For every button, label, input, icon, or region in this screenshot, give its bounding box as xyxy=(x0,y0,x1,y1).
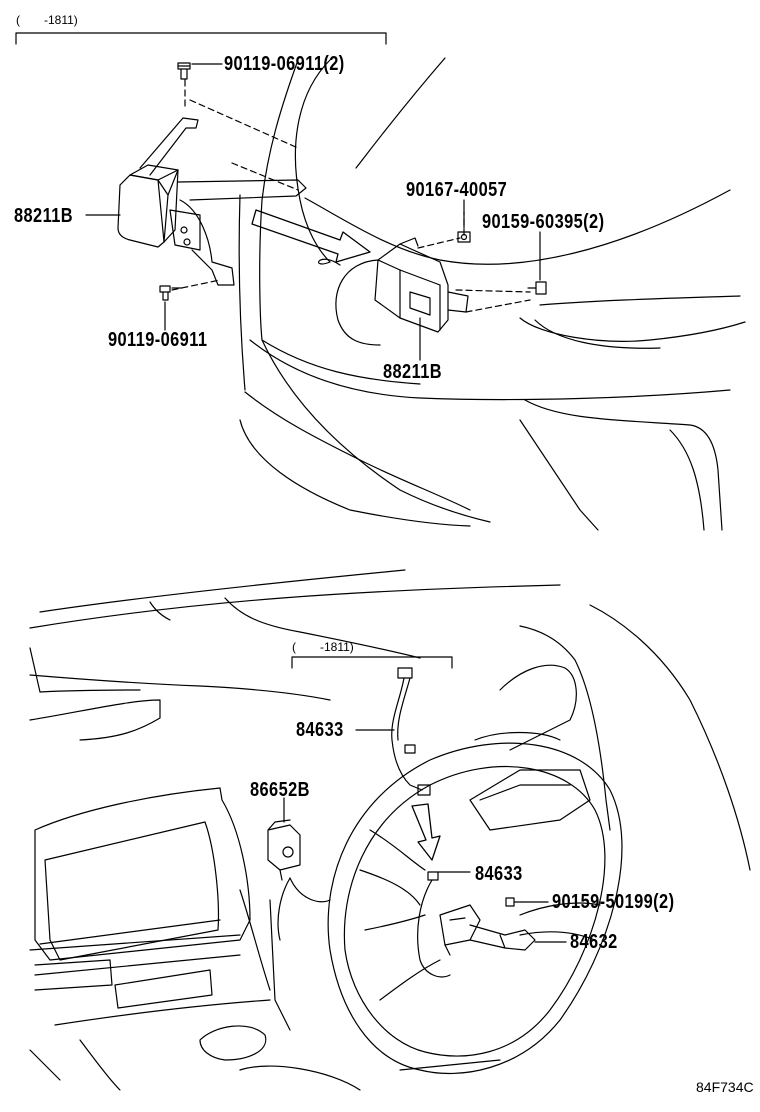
part-label-harness-lower[interactable]: 84633 xyxy=(475,863,523,885)
part-label-switch[interactable]: 84632 xyxy=(570,931,618,953)
part-label-sensor-left[interactable]: 88211B xyxy=(14,205,74,227)
switch-assembly xyxy=(439,904,536,956)
screw-icon xyxy=(505,897,523,907)
direction-arrow xyxy=(251,209,371,263)
leader-lines-top xyxy=(171,79,531,313)
vehicle-front-outline xyxy=(238,57,746,531)
sensor-assembly-left xyxy=(117,117,307,286)
part-label-bolt-top[interactable]: 90119-06911(2) xyxy=(224,53,345,75)
range-label-top: ( -1811) xyxy=(16,13,78,27)
range-label-bottom: ( -1811) xyxy=(292,640,354,654)
dashboard-outline xyxy=(29,569,751,1091)
bolt-icon xyxy=(159,285,183,301)
direction-arrow xyxy=(411,803,441,861)
range-bracket-top xyxy=(15,32,387,45)
sensor-assembly-center xyxy=(374,237,469,333)
part-label-bolt-bottom[interactable]: 90119-06911 xyxy=(108,329,208,351)
part-label-bolt-right[interactable]: 90159-60395(2) xyxy=(482,211,605,233)
part-label-sensor-center[interactable]: 88211B xyxy=(383,361,443,383)
nut-icon xyxy=(457,231,471,243)
wire-harness-lower xyxy=(417,871,451,978)
range-bracket-bottom xyxy=(291,656,453,669)
wire-harness-upper xyxy=(391,667,431,796)
diagram-code: 84F734C xyxy=(696,1079,754,1095)
part-label-nut[interactable]: 90167-40057 xyxy=(406,179,508,201)
steering-wheel xyxy=(277,742,623,1075)
part-label-relay[interactable]: 86652B xyxy=(250,779,310,801)
part-label-harness-upper[interactable]: 84633 xyxy=(296,719,344,741)
relay-unit xyxy=(267,819,301,881)
bolt-icon xyxy=(177,62,191,80)
bolt-icon xyxy=(527,281,547,295)
part-label-screw[interactable]: 90159-50199(2) xyxy=(552,891,675,913)
